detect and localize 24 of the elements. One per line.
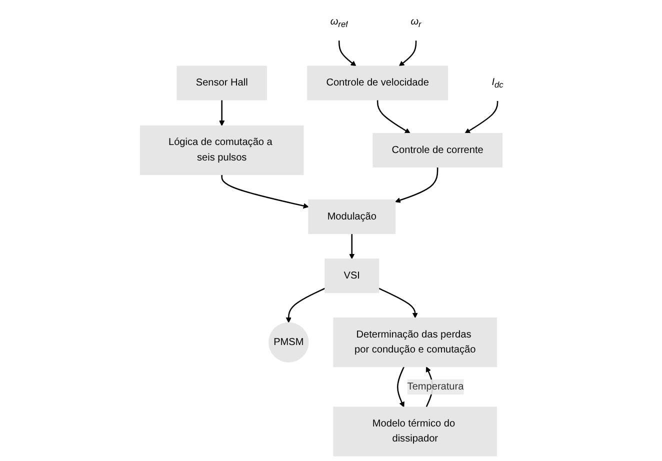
node-circle: PMSM xyxy=(268,322,308,362)
node-text: ω$_{ref}$ xyxy=(330,16,348,29)
node-box: Modelo térmico do dissipador xyxy=(333,406,497,456)
node-box: Controle de velocidade xyxy=(306,66,448,100)
node-text: ω$_{r}$ xyxy=(410,16,422,29)
node-box: Lógica de comutação a seis pulsos xyxy=(140,125,304,176)
arrow xyxy=(338,40,356,66)
arrow xyxy=(464,100,498,134)
node-box: Sensor Hall xyxy=(176,66,267,100)
arrow xyxy=(394,167,438,203)
arrow xyxy=(378,288,418,318)
node-box: Determinação das perdas por condução e comutação xyxy=(333,318,497,368)
node-box: VSI xyxy=(324,258,379,294)
arrow xyxy=(398,40,416,66)
arrow xyxy=(221,174,308,209)
arrow xyxy=(376,100,410,134)
arrow xyxy=(286,288,325,323)
node-box: Modulação xyxy=(308,200,396,234)
node-box: Controle de corrente xyxy=(372,133,502,168)
arrow xyxy=(348,234,354,260)
arrow xyxy=(218,100,224,126)
arrow xyxy=(396,366,404,408)
edge-label: Temperatura xyxy=(407,381,464,392)
node-text: I$_{dc}$ xyxy=(492,76,504,90)
